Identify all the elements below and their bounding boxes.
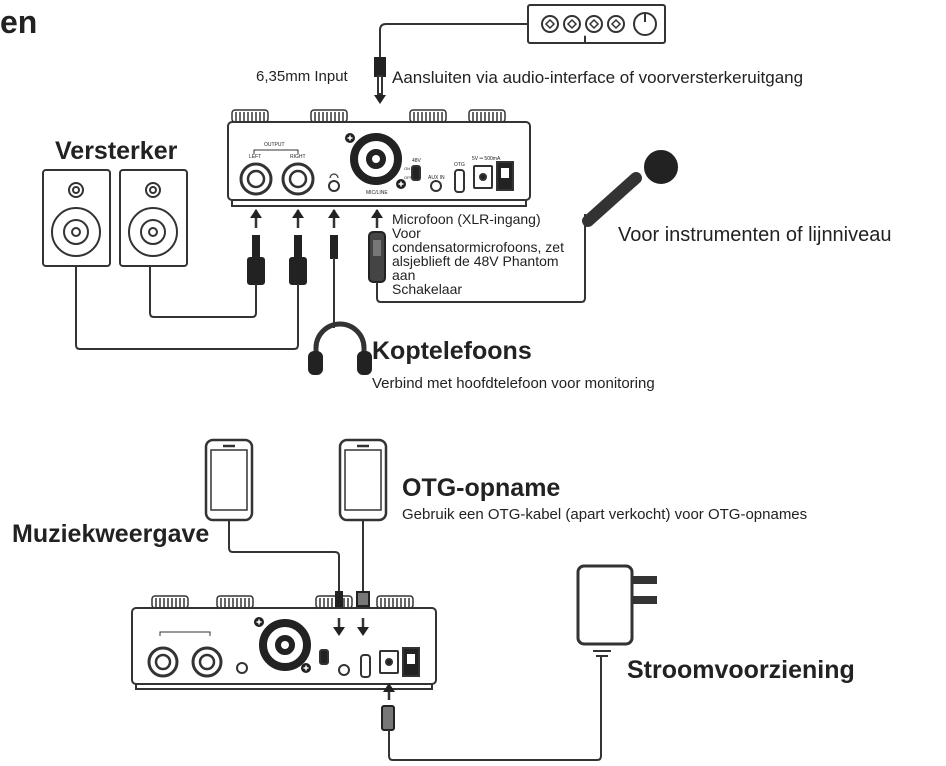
effects-unit-bottom: [131, 595, 437, 690]
power-adapter-icon: [576, 564, 657, 657]
device-off-label: OFF: [404, 175, 412, 180]
speaker-left: [42, 169, 111, 267]
device-left-label: LEFT: [249, 154, 262, 160]
mic-note-line-6: Schakelaar: [392, 281, 463, 297]
music-title: Muziekweergave: [12, 520, 210, 548]
device-on-label: ON: [404, 166, 410, 171]
microphone-icon: [582, 150, 678, 227]
input-label: 6,35mm Input: [256, 68, 348, 85]
phone-right: [338, 438, 388, 522]
interface-label: Aansluiten via audio-interface of voorve…: [392, 68, 804, 87]
device-mic-line-label: MIC/LINE: [366, 190, 388, 196]
corner-text: en: [0, 4, 38, 40]
device-output-label: OUTPUT: [264, 142, 285, 148]
effects-unit: [227, 109, 531, 207]
headphones-title: Koptelefoons: [372, 337, 532, 365]
amp-title: Versterker: [55, 137, 178, 165]
mic-note-line-3: condensatormicrofoons, zet: [392, 239, 564, 255]
speaker-right: [119, 169, 188, 267]
device-power-spec-label: 5V ═ 500mA: [472, 156, 501, 162]
device-otg-label: OTG: [454, 162, 465, 168]
device-aux-in-label: AUX IN: [428, 175, 445, 181]
headphones-subtitle: Verbind met hoofdtelefoon voor monitorin…: [372, 375, 655, 392]
mic-note-line-2: Voor: [392, 225, 421, 241]
mic-note-line-5: aan: [392, 267, 416, 283]
mic-note-line-4: alsjeblieft de 48V Phantom: [392, 253, 559, 269]
headphones-icon: [308, 321, 372, 375]
device-right-label: RIGHT: [290, 154, 306, 160]
device-48v-label: 48V: [412, 158, 421, 164]
otg-subtitle: Gebruik een OTG-kabel (apart verkocht) v…: [402, 506, 808, 523]
instrument-label: Voor instrumenten of lijnniveau: [618, 224, 892, 246]
otg-title: OTG-opname: [402, 474, 561, 502]
mic-note-line-1: Microfoon (XLR-ingang): [392, 211, 541, 227]
power-title: Stroomvoorziening: [627, 656, 855, 684]
audio-interface-box: [527, 4, 666, 44]
phone-left: [204, 438, 254, 522]
